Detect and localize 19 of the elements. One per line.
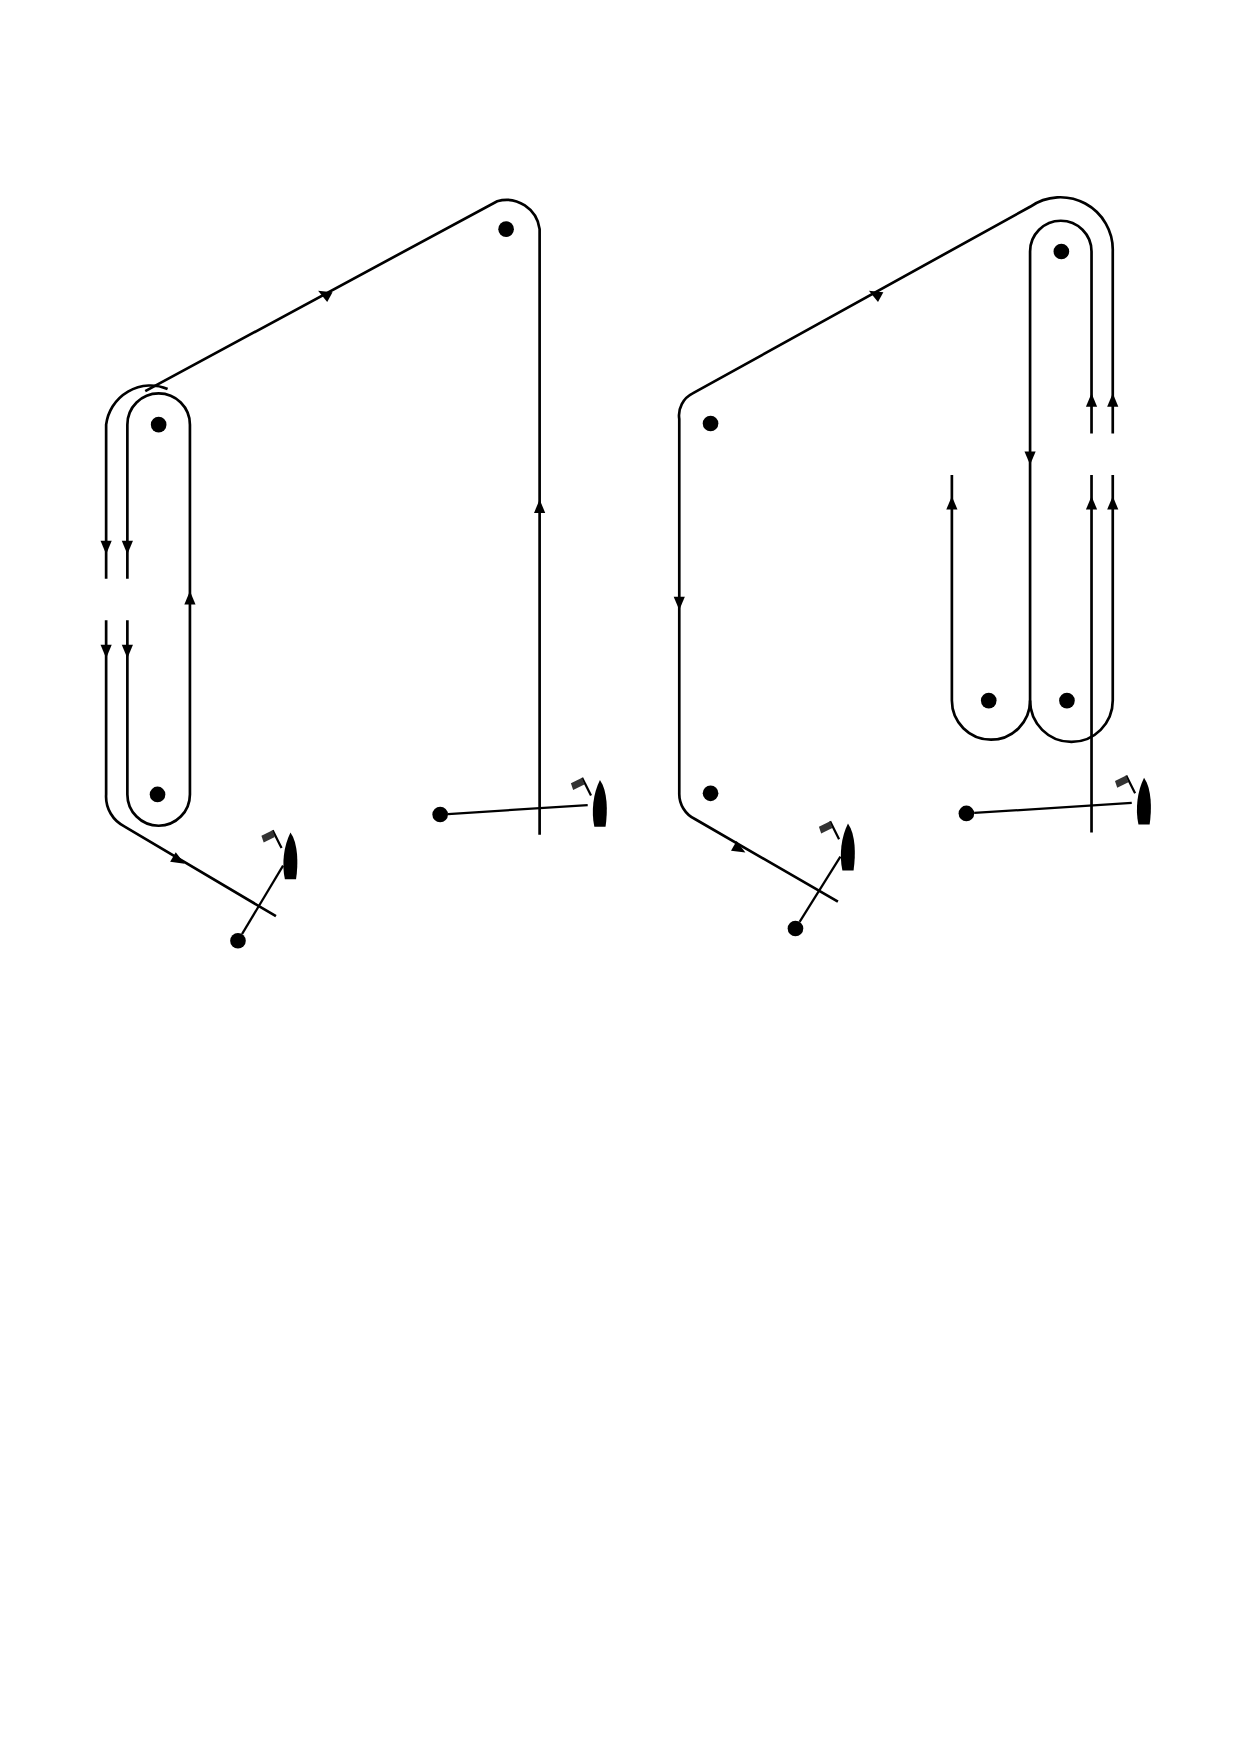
committee-boat [1115,774,1151,825]
start-line [241,865,285,935]
committee-boat [570,777,607,827]
start-line [974,801,1132,815]
race-mark [1059,692,1075,709]
race-mark [958,805,975,822]
race-mark [787,920,804,937]
race-mark [432,806,448,823]
committee-boat [261,829,298,880]
race-mark [702,415,719,432]
start-line [447,804,588,816]
race-mark [980,692,997,709]
race-mark [702,785,719,802]
committee-boat [818,820,855,871]
race-mark [230,933,246,949]
race-mark [149,786,166,803]
race-mark [498,221,514,237]
race-mark [1053,243,1070,260]
race-mark [150,416,167,433]
